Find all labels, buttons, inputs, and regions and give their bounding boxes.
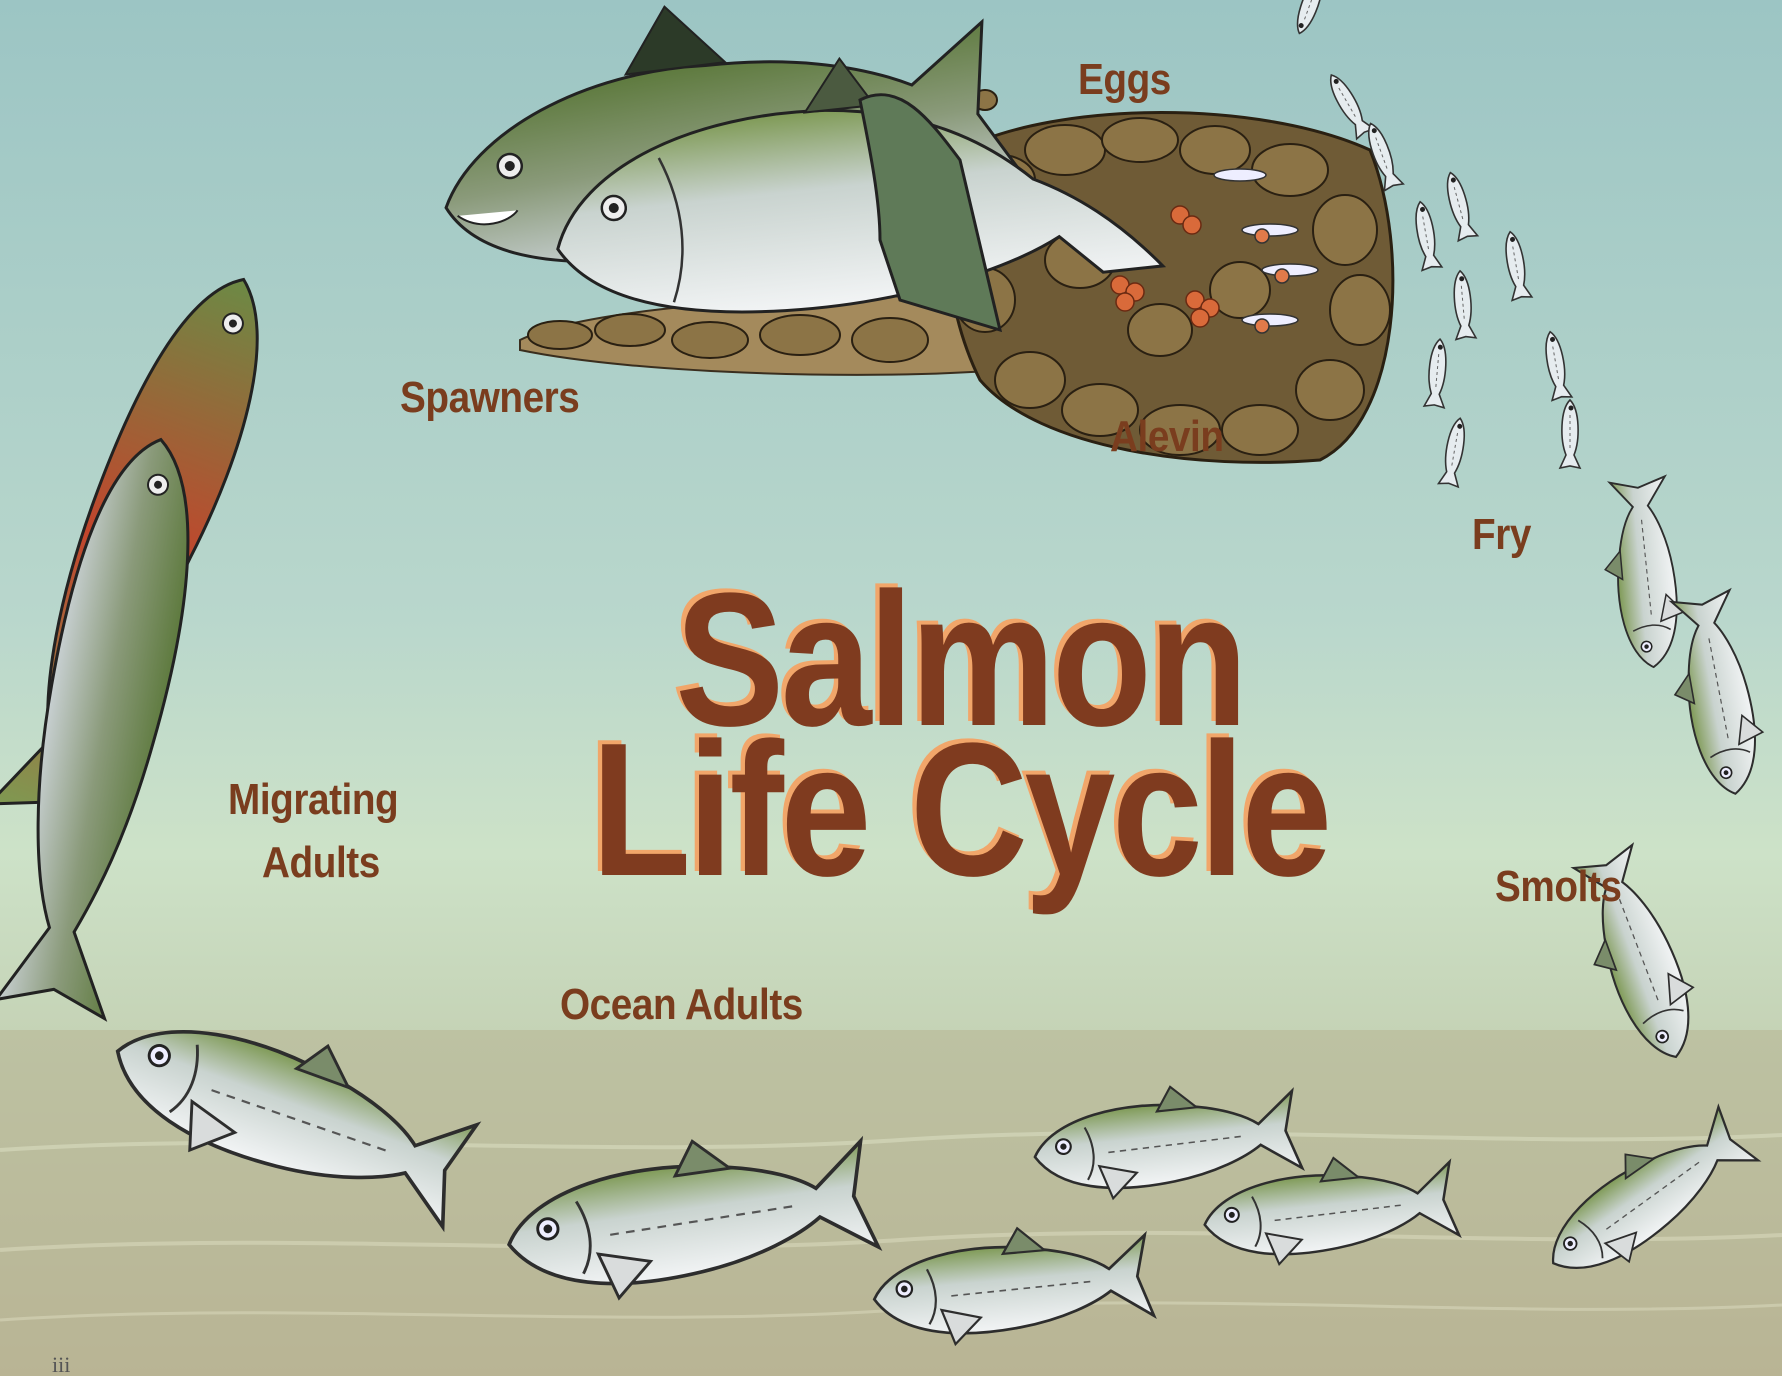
page-number: iii (52, 1352, 70, 1378)
label-eggs: Eggs (1078, 55, 1171, 105)
label-fry: Fry (1472, 510, 1531, 560)
title-line-2: Life Cycle (194, 715, 1727, 905)
label-alevin: Alevin (1110, 412, 1224, 462)
label-spawners: Spawners (400, 373, 579, 423)
label-ocean-adults: Ocean Adults (560, 980, 803, 1030)
